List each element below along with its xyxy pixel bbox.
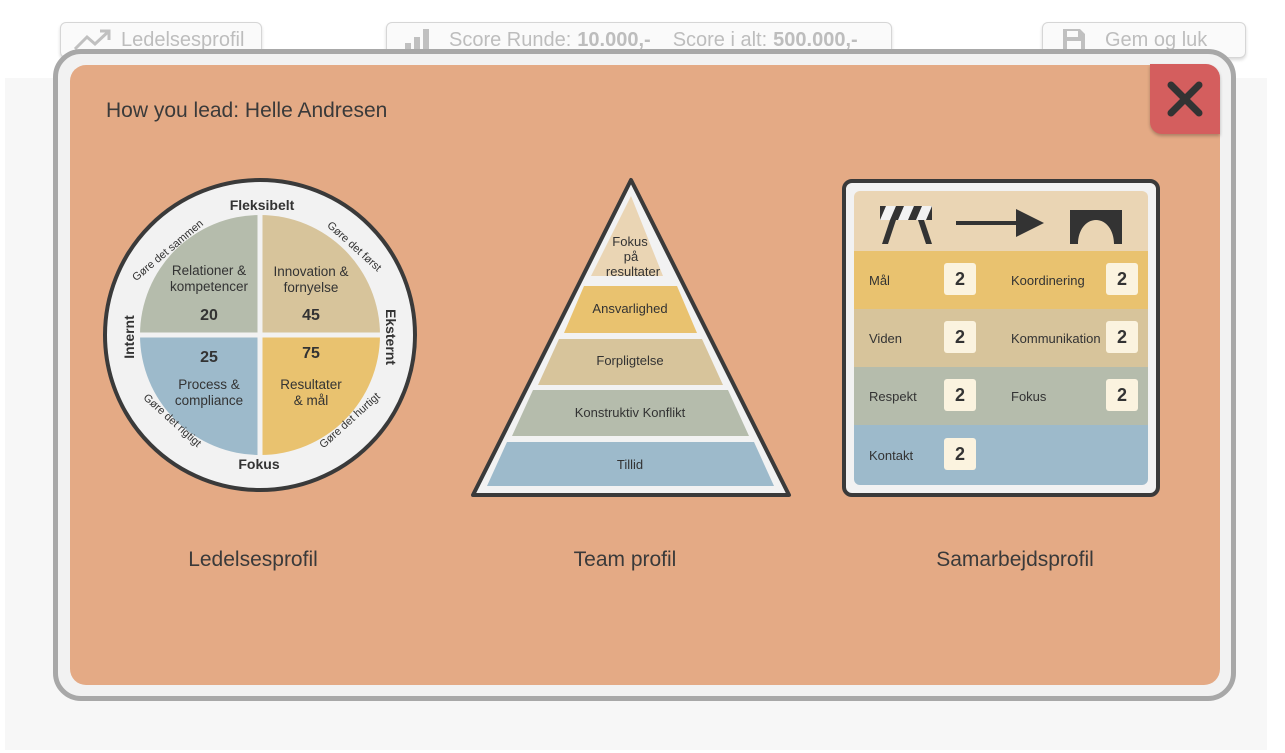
quadrant-top-right-score: 45 — [302, 307, 320, 324]
quadrant-bottom-left-score: 25 — [200, 349, 218, 366]
roadblock-icon — [880, 206, 932, 244]
quadrant-bottom-left — [140, 335, 260, 455]
collab-row-4-left-score: 2 — [944, 438, 976, 470]
collaboration-profile-caption: Samarbejdsprofil — [936, 548, 1094, 571]
scrollbar-track — [1267, 0, 1285, 753]
quadrant-top-left-subtitle: kompetencer — [170, 279, 249, 294]
collab-row-2-right-score: 2 — [1106, 321, 1138, 353]
score-round-label: Score Runde: — [449, 28, 572, 51]
pyramid-level-4-label: Konstruktiv Konflikt — [575, 405, 686, 420]
floppy-disk-icon — [1063, 29, 1085, 51]
collab-row-2-right-label: Kommunikation — [1011, 330, 1101, 346]
ring-left-label: Internt — [121, 315, 137, 359]
collab-row-1-left-score: 2 — [944, 263, 976, 295]
ring-top-label: Fleksibelt — [230, 197, 295, 213]
leadership-profile-caption: Ledelsesprofil — [188, 548, 318, 571]
collab-row-3-right-score: 2 — [1106, 379, 1138, 411]
leadership-profile-label: Ledelsesprofil — [121, 28, 245, 51]
pyramid-level-2-label: Ansvarlighed — [592, 301, 667, 316]
pyramid-level-4 — [512, 390, 749, 436]
pyramid-level-1-line1: Fokus — [612, 234, 648, 249]
collab-row: Respekt 2 Fokus 2 — [854, 367, 1148, 425]
quadrant-top-left-title: Relationer & — [172, 263, 246, 278]
collab-row-1-left-label: Mål — [869, 272, 890, 288]
pyramid-level-1-line2: på — [624, 249, 639, 264]
quadrant-top-right — [260, 215, 380, 335]
collab-row-3-left-score: 2 — [944, 379, 976, 411]
quadrant-bottom-right-score: 75 — [302, 345, 320, 362]
close-button[interactable] — [1150, 64, 1220, 134]
close-icon — [1167, 81, 1203, 117]
score-total-value: 500.000,- — [773, 28, 858, 51]
quadrant-top-left — [140, 215, 260, 335]
bar-chart-icon — [405, 29, 429, 53]
collab-header — [854, 191, 1148, 251]
arrow-right-icon — [956, 209, 1044, 237]
ring-bottom-label: Fokus — [238, 456, 279, 472]
collab-row-3-right-label: Fokus — [1011, 388, 1047, 404]
collab-row: Kontakt 2 — [854, 425, 1148, 485]
pyramid-level-3 — [538, 339, 723, 385]
save-and-close-label: Gem og luk — [1105, 28, 1208, 51]
score-total-label: Score i alt: — [672, 28, 768, 51]
collab-row-1-right-score: 2 — [1106, 263, 1138, 295]
bridge-icon — [1070, 206, 1122, 244]
quadrant-top-right-subtitle: fornyelse — [284, 280, 339, 295]
collab-row-2-left-label: Viden — [869, 330, 903, 346]
collab-row-2-left-score: 2 — [944, 321, 976, 353]
quadrant-bottom-left-title: Process & — [178, 377, 240, 392]
pyramid-level-5 — [487, 442, 774, 486]
ring-right-label: Eksternt — [383, 309, 399, 365]
pyramid-level-1-line3: resultater — [606, 264, 661, 279]
collaboration-profile-chart[interactable]: Mål 2 Koordinering 2 Viden 2 Kommunikati… — [842, 179, 1160, 497]
modal-title: How you lead: Helle Andresen — [106, 99, 388, 122]
trend-up-icon — [73, 29, 111, 51]
score-round-value: 10.000,- — [577, 28, 651, 51]
quadrant-bottom-left-subtitle: compliance — [175, 393, 243, 408]
quadrant-top-right-title: Innovation & — [273, 264, 348, 279]
pyramid-level-2 — [564, 286, 697, 333]
quadrant-top-left-score: 20 — [200, 307, 218, 324]
collab-row-1-right-label: Koordinering — [1011, 272, 1085, 288]
collab-row: Mål 2 Koordinering 2 — [854, 251, 1148, 309]
pyramid-level-3-label: Forpligtelse — [596, 353, 663, 368]
team-profile-chart[interactable]: Fokus på resultater Ansvarlighed Forplig… — [470, 176, 792, 500]
pyramid-level-5-label: Tillid — [617, 457, 643, 472]
quadrant-bottom-right — [260, 335, 380, 455]
quadrant-bottom-right-subtitle: & mål — [294, 393, 329, 408]
collab-row-3-left-label: Respekt — [869, 388, 917, 404]
collab-row-4-left-label: Kontakt — [869, 447, 914, 463]
team-profile-caption: Team profil — [573, 548, 677, 571]
pyramid-level-1 — [591, 196, 663, 276]
leadership-profile-chart[interactable]: Fleksibelt Fokus Internt Eksternt Gøre d… — [100, 175, 420, 495]
collab-row: Viden 2 Kommunikation 2 — [854, 309, 1148, 367]
quadrant-bottom-right-title: Resultater — [280, 377, 342, 392]
